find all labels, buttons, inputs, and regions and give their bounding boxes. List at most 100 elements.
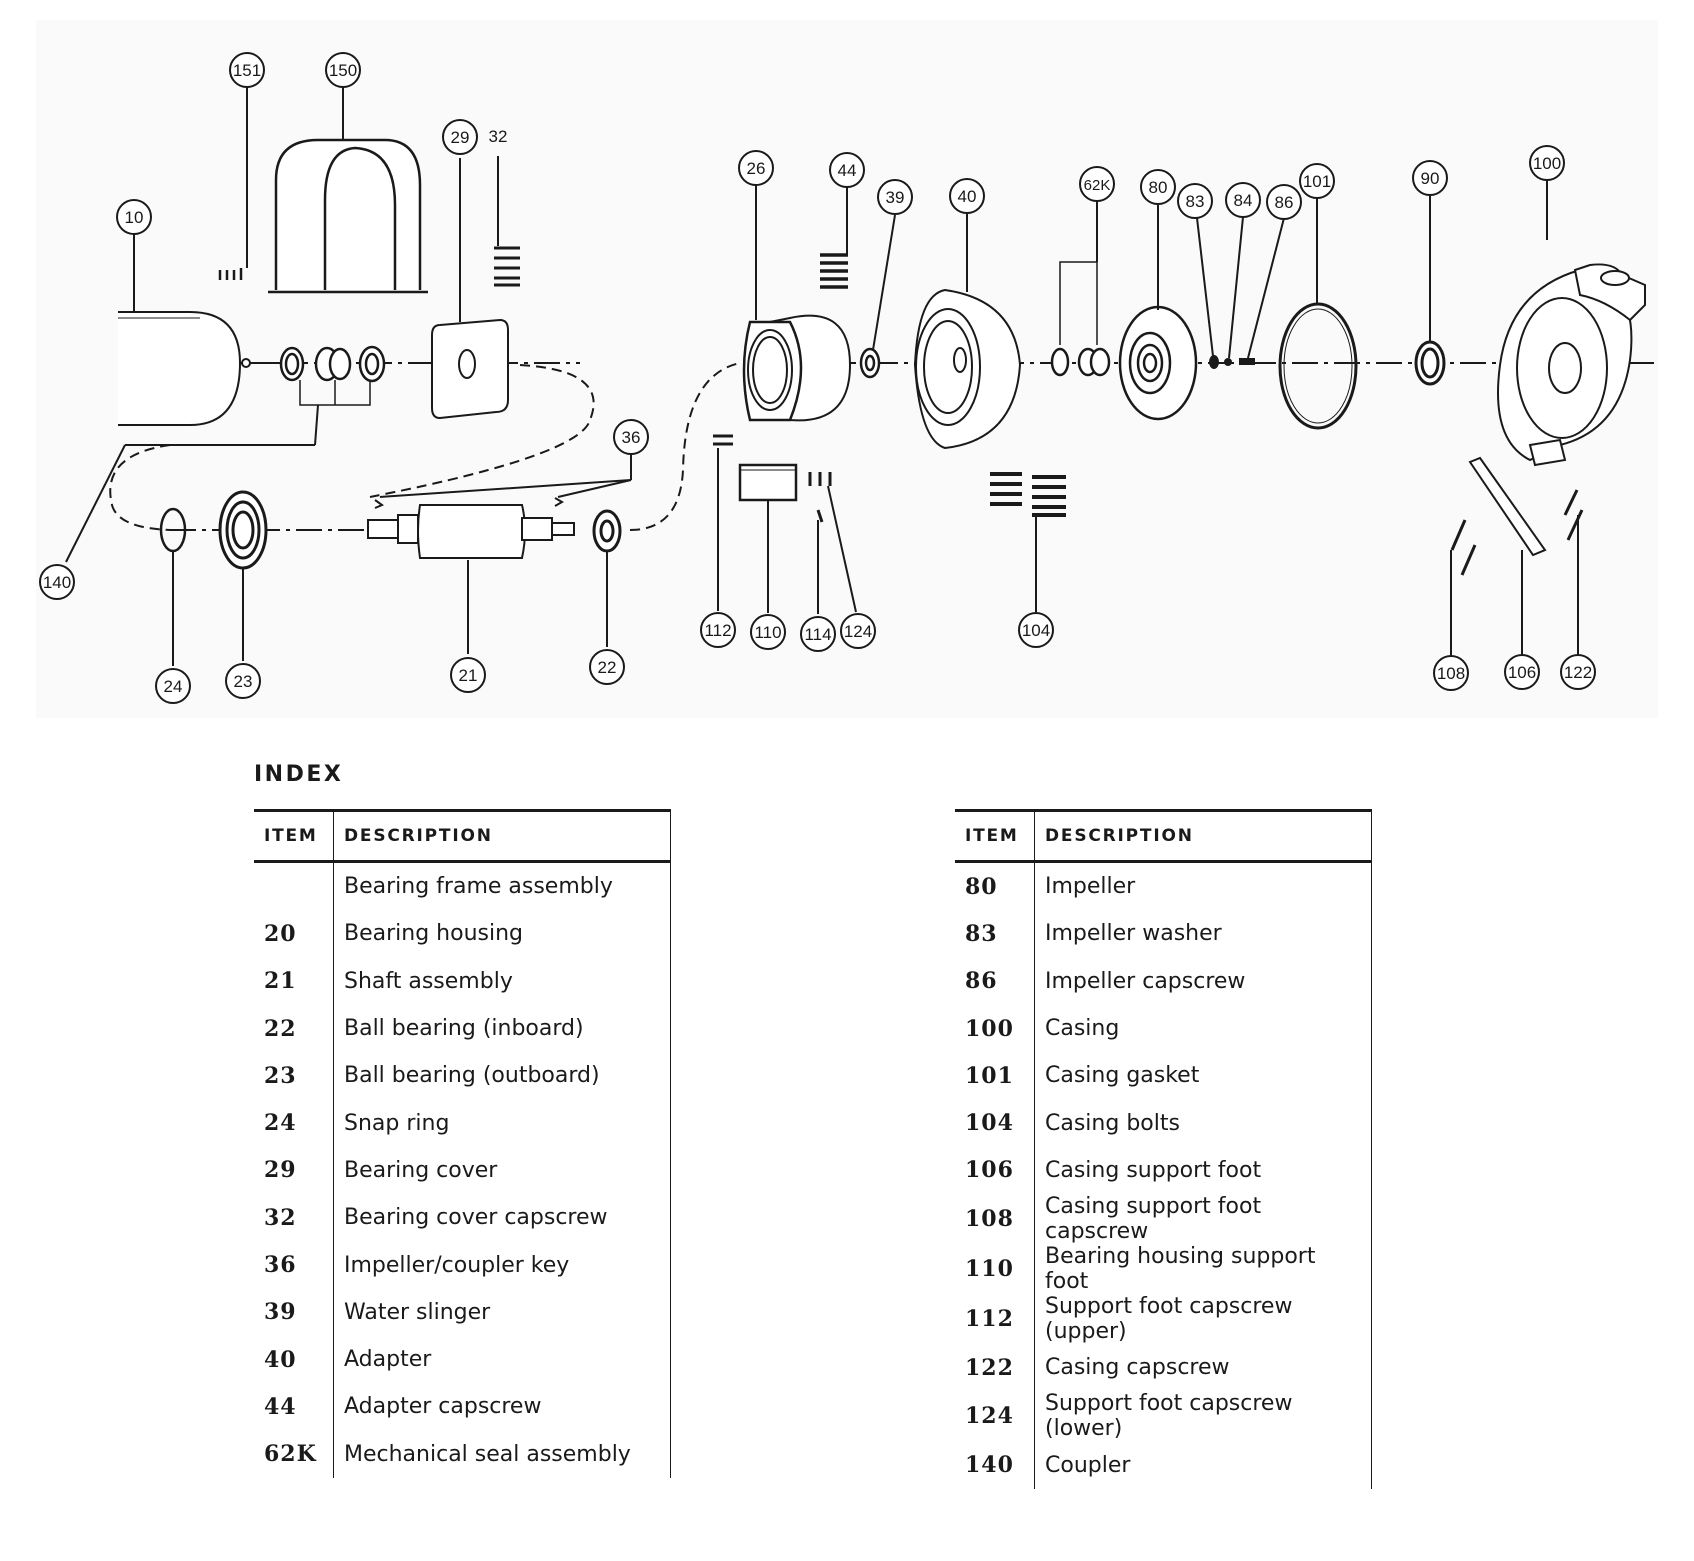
callout-23: 23 — [234, 672, 253, 691]
item-number-cell — [254, 861, 334, 911]
seal-assembly-part — [1050, 261, 1111, 377]
item-column-header: ITEM — [955, 809, 1035, 863]
item-description-cell: Bearing housing support foot — [1034, 1244, 1372, 1295]
callout-32: 32 — [489, 127, 508, 146]
support-foot-screws-part — [713, 434, 832, 523]
item-description-cell: Support foot capscrew (upper) — [1034, 1294, 1372, 1345]
item-number-cell: 80 — [955, 861, 1035, 911]
exploded-pump-diagram: 151 150 29 32 10 26 44 39 40 62K 80 83 8… — [36, 20, 1660, 718]
item-description-cell: Bearing cover — [333, 1146, 671, 1195]
item-description-cell: Snap ring — [333, 1099, 671, 1147]
cover-screws-part — [494, 246, 520, 287]
callout-62k: 62K — [1084, 177, 1111, 194]
callout-21: 21 — [459, 666, 478, 685]
callout-101: 101 — [1303, 172, 1331, 191]
casing-support-foot-part — [1468, 456, 1547, 557]
item-description-cell: Adapter — [333, 1335, 671, 1384]
inboard-bearing-part — [592, 509, 622, 553]
item-number-cell: 104 — [955, 1099, 1035, 1147]
item-number-cell: 32 — [254, 1194, 334, 1242]
description-column-header: DESCRIPTION — [333, 809, 671, 863]
callout-26: 26 — [747, 159, 766, 178]
item-number-cell: 23 — [254, 1052, 334, 1100]
callout-circles — [39, 52, 1596, 704]
bearing-cover-part — [431, 318, 509, 420]
table-header-row: ITEM DESCRIPTION — [254, 809, 671, 863]
item-number-cell: 100 — [955, 1004, 1035, 1053]
callout-104: 104 — [1022, 621, 1050, 640]
casing-bolts-part — [990, 472, 1066, 517]
callout-40: 40 — [958, 187, 977, 206]
casing-part — [1497, 263, 1646, 467]
callout-29: 29 — [451, 128, 470, 147]
callout-90: 90 — [1421, 169, 1440, 188]
item-number-cell: 62K — [254, 1430, 334, 1478]
item-description-cell: Casing capscrew — [1034, 1344, 1372, 1392]
item-description-cell: Ball bearing (inboard) — [333, 1004, 671, 1053]
callout-100: 100 — [1533, 154, 1561, 173]
impeller-part — [1118, 305, 1198, 421]
callout-151: 151 — [233, 61, 261, 80]
item-number-cell: 22 — [254, 1004, 334, 1053]
item-description-cell: Bearing cover capscrew — [333, 1194, 671, 1242]
callout-110: 110 — [754, 623, 781, 642]
callout-24: 24 — [164, 677, 183, 696]
bearing-support-foot-part — [738, 463, 798, 502]
casing-foot-screws-part — [1450, 489, 1584, 576]
item-description-cell: Impeller — [1034, 861, 1372, 911]
callout-80: 80 — [1149, 178, 1168, 197]
outboard-bearing-part — [218, 490, 268, 570]
item-description-cell: Adapter capscrew — [333, 1383, 671, 1431]
table-row: Bearing frame assembly — [254, 861, 671, 911]
item-column-header: ITEM — [254, 809, 334, 863]
callout-108: 108 — [1437, 664, 1465, 683]
item-description-cell: Impeller capscrew — [1034, 957, 1372, 1005]
coupler-guard-part — [268, 138, 428, 294]
callout-106: 106 — [1508, 663, 1536, 682]
item-description-cell: Casing bolts — [1034, 1099, 1372, 1147]
item-number-cell: 21 — [254, 957, 334, 1005]
item-number-cell: 112 — [955, 1294, 1035, 1345]
item-number-cell: 39 — [254, 1288, 334, 1336]
item-number-cell: 108 — [955, 1194, 1035, 1245]
callout-112: 112 — [704, 621, 731, 640]
callout-124: 124 — [844, 622, 872, 641]
item-number-cell: 140 — [955, 1441, 1035, 1489]
item-number-cell: 24 — [254, 1099, 334, 1147]
shaft-part — [367, 504, 575, 559]
bearing-frame-part — [118, 311, 280, 426]
frame-bearings — [279, 345, 386, 406]
callout-114: 114 — [804, 625, 831, 644]
callout-39: 39 — [886, 188, 905, 207]
table-header-row: ITEM DESCRIPTION — [955, 809, 1372, 863]
item-description-cell: Bearing housing — [333, 910, 671, 958]
callout-150: 150 — [329, 61, 357, 80]
item-description-cell: Ball bearing (outboard) — [333, 1052, 671, 1100]
key-part — [374, 497, 565, 509]
item-description-cell: Impeller washer — [1034, 910, 1372, 958]
item-number-cell: 44 — [254, 1383, 334, 1431]
wear-ring-part — [1414, 340, 1446, 386]
